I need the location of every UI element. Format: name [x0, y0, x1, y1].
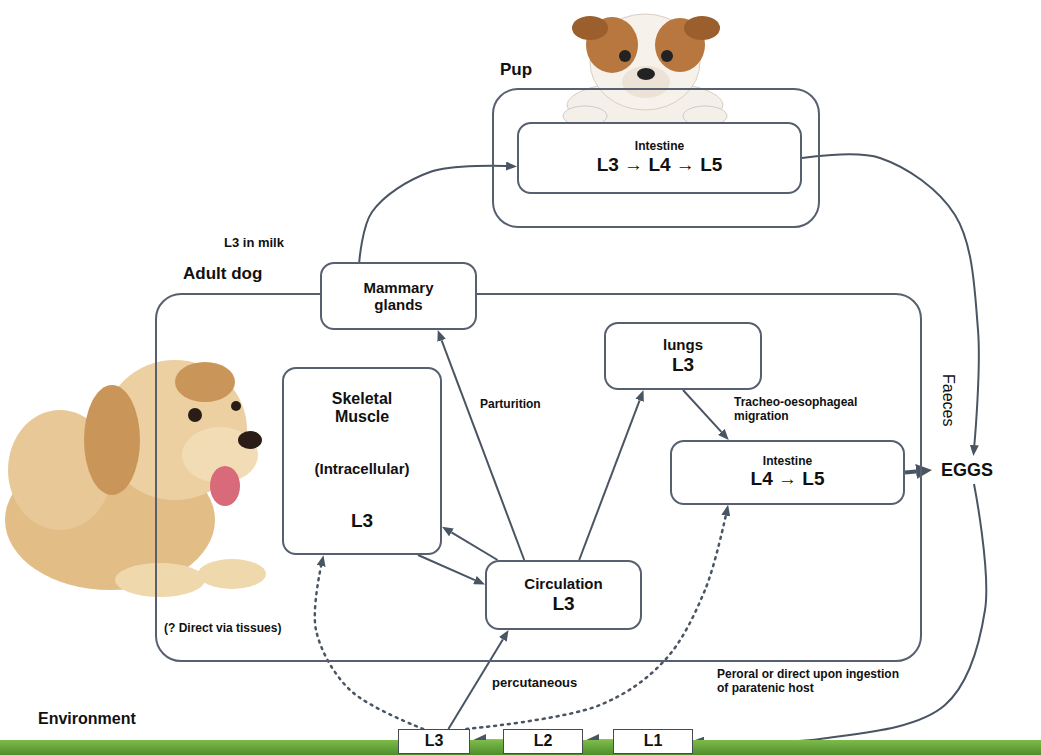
- pup-ear: [572, 16, 608, 40]
- box-text: L3: [552, 593, 574, 615]
- arrow: [442, 340, 525, 560]
- edge-label: Faeces: [939, 372, 957, 428]
- arrow: [704, 484, 986, 742]
- dog-eye: [231, 401, 241, 411]
- arrow: [579, 400, 639, 560]
- dog-eye: [188, 408, 202, 422]
- box-title: Intestine: [763, 455, 812, 469]
- box-title: L2: [534, 732, 553, 750]
- dog-paw: [198, 559, 266, 589]
- box-text: L3: [351, 510, 373, 532]
- group-heading: Environment: [38, 710, 136, 728]
- pup-picture: [563, 14, 727, 129]
- edge-label: L3 in milk: [222, 236, 286, 251]
- box-text: (Intracellular): [314, 460, 409, 477]
- edge-label: percutaneous: [490, 676, 579, 691]
- dog-tongue: [210, 466, 240, 506]
- box-title: Skeletal Muscle: [312, 390, 412, 427]
- arrow: [418, 555, 475, 580]
- box-title: L3: [425, 732, 444, 750]
- box-text: L4 → L5: [751, 468, 825, 490]
- host-box: Adult dogMammary glandsSkeletal Muscle(I…: [155, 293, 922, 662]
- box-title: Intestine: [635, 140, 684, 154]
- pup-nose: [637, 68, 655, 80]
- dotted-arrow: [315, 566, 423, 729]
- edge-label: Parturition: [478, 398, 543, 412]
- organ-box: IntestineL4 → L5: [670, 440, 905, 505]
- host-box: PupIntestineL3 → L4 → L5: [492, 88, 820, 228]
- organ-box: CirculationL3: [485, 560, 642, 630]
- group-heading: Pup: [500, 60, 532, 80]
- edge-label: Tracheo-oesophageal migration: [732, 396, 886, 424]
- dog-nose: [238, 431, 262, 449]
- dog-paw: [115, 563, 205, 597]
- dog-ear: [84, 385, 140, 495]
- larva-box: L2: [503, 729, 583, 754]
- pup-eye: [619, 50, 631, 62]
- arrow: [683, 390, 721, 432]
- group-heading: Adult dog: [183, 264, 262, 284]
- ground-band: EnvironmentL3L2L1: [0, 740, 1041, 755]
- larva-box: L1: [613, 729, 693, 754]
- box-title: L1: [644, 732, 663, 750]
- arrow: [451, 532, 497, 560]
- pup-eye: [661, 50, 673, 62]
- pup-muzzle: [622, 66, 670, 98]
- larva-box: L3: [398, 729, 470, 754]
- organ-box: Skeletal Muscle (Intracellular) L3: [282, 367, 442, 555]
- dotted-arrow: [466, 516, 725, 729]
- box-title: Circulation: [524, 575, 602, 592]
- arrow: [359, 166, 506, 262]
- arrow: [905, 471, 916, 472]
- organ-box: lungsL3: [604, 322, 762, 390]
- edge-label: Peroral or direct upon ingestion of para…: [715, 668, 909, 696]
- organ-box: IntestineL3 → L4 → L5: [517, 122, 802, 194]
- box-title: Mammary glands: [349, 279, 449, 314]
- box-text: L3: [672, 354, 694, 376]
- stage-label-node: EGGS: [932, 456, 1002, 484]
- pup-ear: [684, 16, 720, 40]
- box-title: EGGS: [941, 460, 993, 481]
- box-title: lungs: [663, 336, 703, 353]
- dog-ear: [175, 362, 235, 402]
- adult-dog-picture: [5, 360, 266, 597]
- box-text: L3 → L4 → L5: [597, 154, 723, 176]
- edge-label: (? Direct via tissues): [162, 622, 283, 636]
- organ-box: Mammary glands: [320, 262, 477, 330]
